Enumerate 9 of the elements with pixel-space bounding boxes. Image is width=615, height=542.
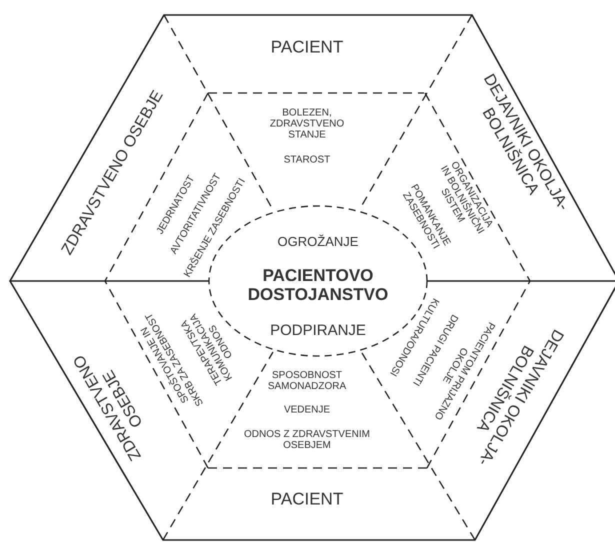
factor-label: ODNOS Z ZDRAVSTVENIM OSEBJEM (243, 429, 371, 451)
sector-heading: PACIENT (270, 490, 344, 510)
factor-label: VEDENJE (282, 404, 332, 416)
center-label: OGROŽANJE (276, 235, 360, 250)
center-title: PACIENTOVO DOSTOJANSTVO (246, 267, 390, 304)
sector-heading: PACIENT (270, 38, 344, 58)
factor-label: BOLEZEN, ZDRAVSTVENO STANJE (268, 108, 346, 140)
factor-label: SPOSOBNOST SAMONADZORA (266, 370, 348, 392)
factor-label: STAROST (282, 154, 332, 166)
